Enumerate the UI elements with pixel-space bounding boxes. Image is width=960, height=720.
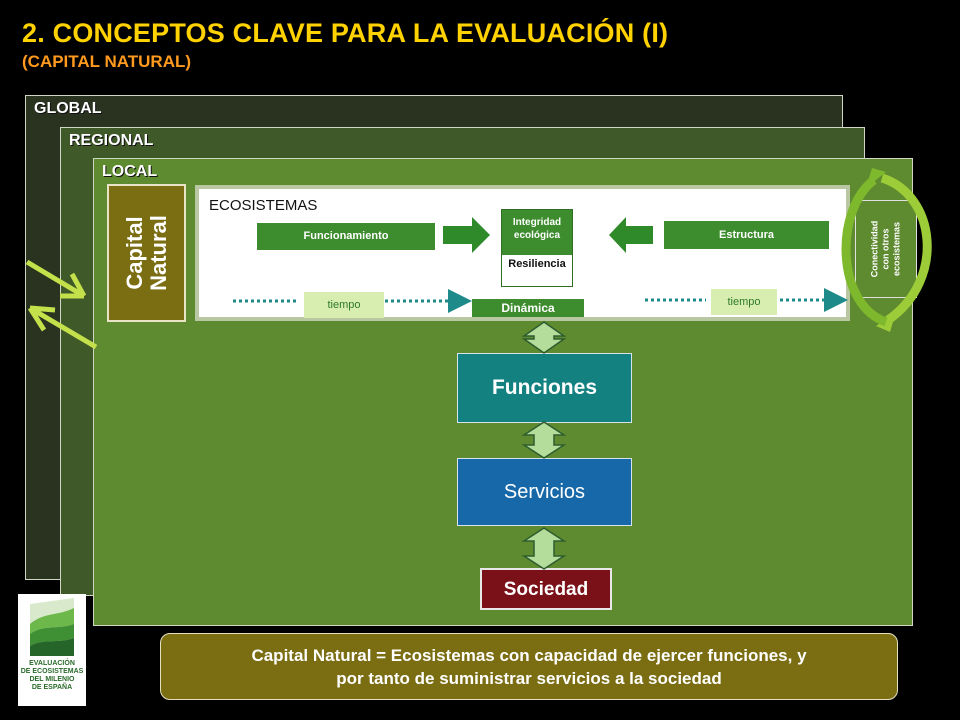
funciones-box: Funciones: [457, 353, 632, 423]
logo-line1: EVALUACIÓN: [29, 660, 75, 667]
definition-line2: por tanto de suministrar servicios a la …: [336, 669, 722, 688]
definition-box: Capital Natural = Ecosistemas con capaci…: [160, 633, 898, 700]
capital-natural-box: Capital Natural: [107, 184, 186, 322]
logo-line3: DEL MILENIO: [29, 676, 75, 683]
tiempo-left-label: tiempo: [304, 292, 384, 318]
servicios-box: Servicios: [457, 458, 632, 526]
logo-waves-icon: [30, 598, 74, 656]
ecosystems-title: ECOSISTEMAS: [209, 197, 318, 214]
ecosystems-box: ECOSISTEMAS Funcionamiento Integridad ec…: [195, 185, 850, 321]
tiempo-right-label: tiempo: [711, 289, 777, 315]
integridad-label: Integridad ecológica: [502, 210, 572, 255]
logo-line2: DE ECOSISTEMAS: [20, 668, 84, 675]
integridad-box: Integridad ecológica Resiliencia: [501, 209, 573, 287]
funcionamiento-bar: Funcionamiento: [257, 223, 435, 250]
definition-line1: Capital Natural = Ecosistemas con capaci…: [251, 646, 807, 665]
milenio-logo: EVALUACIÓN DE ECOSISTEMAS DEL MILENIO DE…: [18, 594, 86, 706]
logo-line4: DE ESPAÑA: [31, 684, 73, 691]
connectivity-label: Conectividad con otros ecosistemas: [870, 221, 903, 278]
dinamica-bar: Dinámica: [472, 299, 584, 317]
regional-label: REGIONAL: [69, 132, 154, 149]
local-label: LOCAL: [102, 163, 158, 180]
sociedad-box: Sociedad: [480, 568, 612, 610]
integridad-line1: Integridad: [512, 217, 562, 228]
logo-text: EVALUACIÓN DE ECOSISTEMAS DEL MILENIO DE…: [18, 660, 86, 692]
page-subtitle: (CAPITAL NATURAL): [22, 52, 192, 71]
connectivity-box: Conectividad con otros ecosistemas: [855, 200, 917, 298]
capital-line1: Capital: [121, 216, 147, 290]
estructura-bar: Estructura: [664, 221, 829, 249]
connectivity-line1: Conectividad: [869, 220, 880, 278]
integridad-line2: ecológica: [513, 230, 561, 241]
global-label: GLOBAL: [34, 100, 102, 117]
connectivity-line3: ecosistemas: [891, 221, 902, 277]
capital-line2: Natural: [145, 215, 171, 291]
capital-natural-label: Capital Natural: [121, 215, 171, 291]
resiliencia-label: Resiliencia: [508, 258, 566, 270]
page-title: 2. CONCEPTOS CLAVE PARA LA EVALUACIÓN (I…: [22, 18, 669, 48]
connectivity-line2: con otros: [880, 228, 891, 270]
